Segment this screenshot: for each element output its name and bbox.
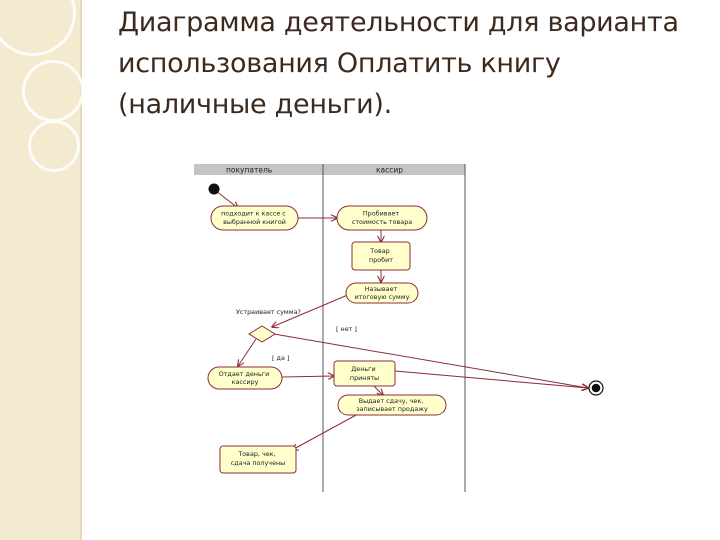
- svg-text:Отдает деньги кассиру: Отдает деньги кассиру: [219, 370, 272, 386]
- svg-text:Товар пробит: Товар пробит: [369, 247, 393, 264]
- node-text-line: Отдает деньги: [219, 370, 270, 378]
- activity-approach-cashier: подходит к кассе с выбранной книгой: [210, 205, 299, 231]
- svg-text:Товар, чек, сдача получе: Товар, чек, сдача получены: [231, 450, 285, 467]
- activity-gives-money: Отдает деньги кассиру: [207, 366, 283, 390]
- svg-text:Деньги приняты: Деньги приняты: [350, 365, 379, 382]
- svg-text:Называет итоговую сумму: Называет итоговую сумму: [355, 285, 410, 301]
- state-money-received: Деньги приняты: [333, 360, 396, 387]
- node-text-line: кассиру: [232, 378, 259, 386]
- node-text-line: стоимость товара: [352, 218, 412, 226]
- final-node: [588, 380, 604, 396]
- edge-received-to-change: [373, 385, 383, 395]
- svg-text:Пробивает стоимость това: Пробивает стоимость товара: [352, 210, 412, 227]
- state-item-punched: Товар пробит: [351, 241, 411, 271]
- edge-gives-to-received: [281, 376, 334, 377]
- node-text-line: Пробивает: [363, 210, 399, 218]
- edge-decision-no-to-end: [273, 333, 588, 388]
- edge-change-to-goods: [292, 413, 359, 450]
- node-text-line: приняты: [350, 374, 379, 382]
- slide-title: Диаграмма деятельности для варианта испо…: [118, 7, 679, 120]
- node-text-line: Деньги: [351, 365, 375, 373]
- decision-question: Устраивает сумма?: [236, 308, 301, 316]
- node-text-line: записывает продажу: [356, 405, 428, 413]
- swimlanes: покупатель кассир: [194, 164, 466, 492]
- lane-header-bar: [194, 164, 465, 175]
- edge-start-to-approach: [215, 190, 238, 208]
- node-text-line: сдача получены: [231, 459, 285, 467]
- node-text-line: Выдает сдачу, чек,: [359, 397, 424, 405]
- decorative-circle: [28, 120, 80, 172]
- edges: [215, 190, 588, 450]
- initial-node: [208, 183, 220, 195]
- state-goods-received: Товар, чек, сдача получены: [219, 445, 297, 474]
- lane-title-cashier: кассир: [376, 166, 403, 175]
- decorative-band-edge: [80, 0, 82, 540]
- node-text-line: пробит: [369, 256, 393, 264]
- lane-title-buyer: покупатель: [226, 166, 272, 175]
- node-text-line: итоговую сумму: [355, 293, 410, 301]
- guard-yes: [ да ]: [272, 354, 289, 362]
- activity-gives-change: Выдает сдачу, чек, записывает продажу: [337, 394, 447, 416]
- svg-text:подходит к кассе с выбра: подходит к кассе с выбранной книгой: [221, 210, 288, 227]
- node-text-line: Товар: [369, 247, 390, 255]
- node-text-line: выбранной книгой: [223, 218, 286, 226]
- node-text-line: подходит к кассе с: [221, 210, 286, 218]
- activity-names-total: Называет итоговую сумму: [345, 282, 419, 304]
- node-text-line: Товар, чек,: [237, 450, 275, 458]
- edge-total-to-decision: [272, 293, 351, 327]
- guard-no: [ нет ]: [336, 325, 357, 333]
- decision-diamond: [248, 325, 276, 343]
- svg-text:Выдает сдачу, чек, запис: Выдает сдачу, чек, записывает продажу: [356, 397, 428, 413]
- edge-received-to-end: [394, 370, 588, 388]
- node-text-line: Называет: [365, 285, 398, 293]
- edge-decision-yes-to-gives: [238, 338, 257, 366]
- activity-punch-price: Пробивает стоимость товара: [336, 205, 428, 231]
